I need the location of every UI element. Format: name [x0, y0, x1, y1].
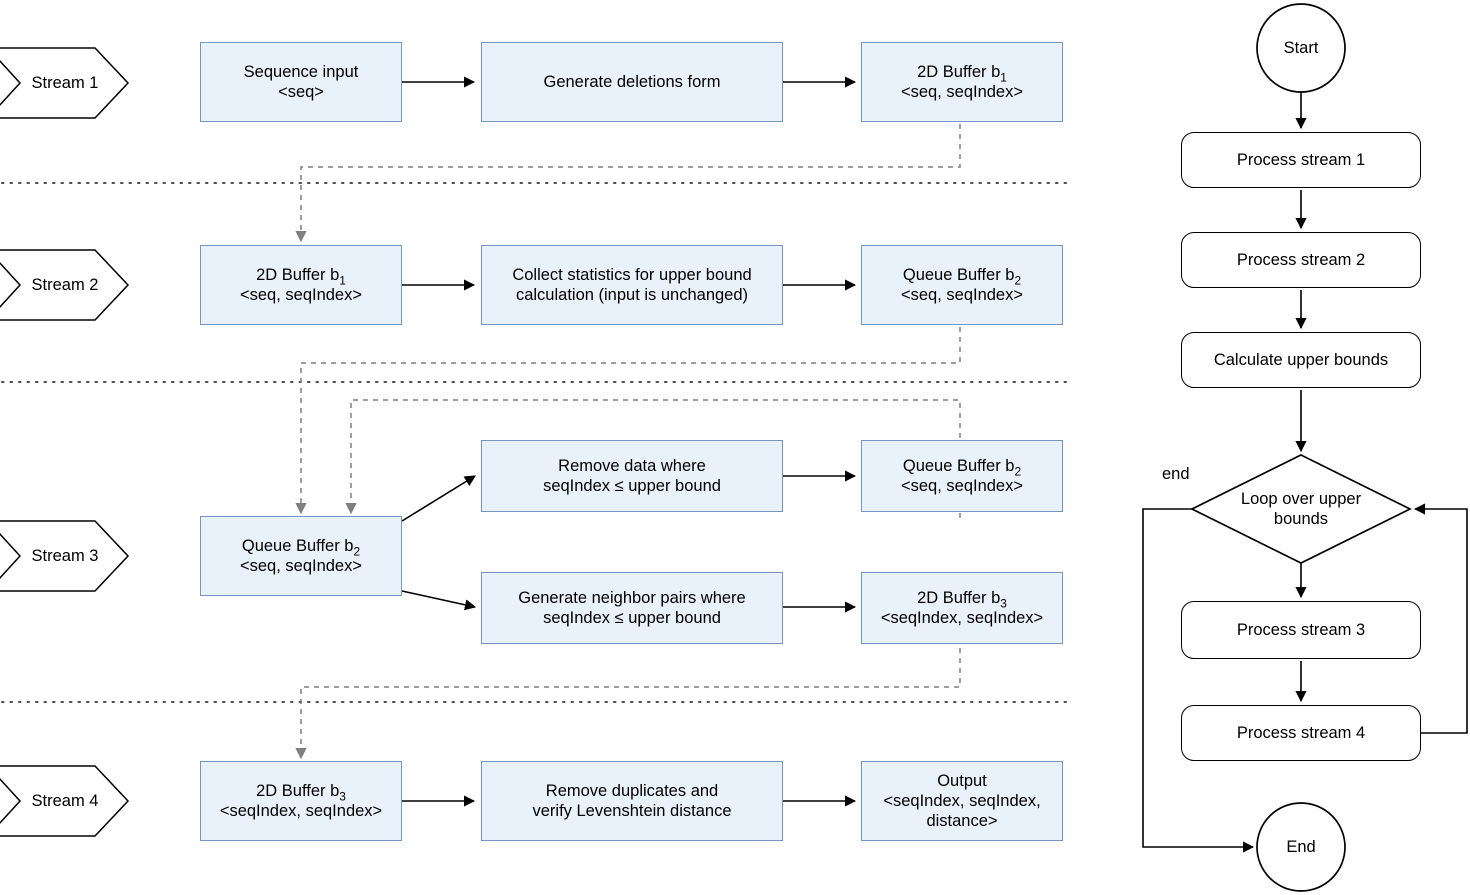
flow-start-label: Start [1257, 28, 1345, 68]
stream-2-pennant [0, 249, 130, 321]
stream3-buffer-bottom-line2: <seqIndex, seqIndex> [880, 609, 1044, 627]
decision-line2: bounds [1273, 510, 1329, 528]
remove-data-line2: seqIndex ≤ upper bound [543, 477, 721, 495]
flow-decision-label: Loop over upper bounds [1214, 484, 1388, 536]
stream2-buffer-out-line1: Queue Buffer b2 [902, 265, 1022, 288]
stream-label-1: Stream 1 [10, 63, 120, 103]
stream3-buffer-in-line2: <seq, seqIndex> [239, 557, 362, 575]
stream-4-text: Stream 4 [31, 791, 99, 810]
flow-calculate-upper-bounds[interactable]: Calculate upper bounds [1181, 332, 1421, 388]
arrow-queue2-to-removedata [401, 475, 476, 522]
arrow-queue2-to-genpairs [401, 590, 477, 611]
process-stream-4-text: Process stream 4 [1236, 723, 1366, 742]
process-stream-2-text: Process stream 2 [1236, 250, 1366, 269]
node-stream1-buffer-b1[interactable]: 2D Buffer b1 <seq, seqIndex> [861, 42, 1063, 122]
start-text: Start [1283, 38, 1319, 57]
generate-deletions-line1: Generate deletions form [543, 72, 721, 91]
sequence-input-line2: <seq> [278, 83, 324, 101]
stream2-buffer-out-line2: <seq, seqIndex> [900, 286, 1023, 304]
collect-statistics-line2: calculation (input is unchanged) [515, 286, 749, 304]
node-stream4-buffer-b3-in[interactable]: 2D Buffer b3 <seqIndex, seqIndex> [200, 761, 402, 841]
stream-label-4: Stream 4 [10, 781, 120, 821]
collect-statistics-line1: Collect statistics for upper bound [512, 265, 752, 284]
stream2-buffer-in-line1: 2D Buffer b1 [256, 265, 346, 288]
decision-diamond [1190, 454, 1412, 564]
flow-process-stream-2[interactable]: Process stream 2 [1181, 232, 1421, 288]
stream-3-pennant [0, 520, 130, 592]
dashed-buffer1-to-stream2 [295, 124, 961, 243]
remove-data-line1: Remove data where [558, 456, 706, 475]
node-remove-duplicates[interactable]: Remove duplicates and verify Levenshtein… [481, 761, 783, 841]
remove-duplicates-line1: Remove duplicates and [545, 781, 719, 800]
generate-pairs-line2: seqIndex ≤ upper bound [543, 609, 721, 627]
remove-duplicates-line2: verify Levenshtein distance [532, 802, 732, 820]
decision-line1: Loop over upper [1240, 490, 1362, 509]
arrow-loop-back-to-decision [1413, 503, 1468, 734]
node-sequence-input[interactable]: Sequence input <seq> [200, 42, 402, 122]
node-stream2-queue-b2-out[interactable]: Queue Buffer b2 <seq, seqIndex> [861, 245, 1063, 325]
decision-end-branch-label: end [1162, 465, 1190, 484]
stream1-buffer-line1: 2D Buffer b1 [917, 62, 1007, 85]
output-line3: distance> [926, 812, 998, 831]
node-generate-neighbor-pairs[interactable]: Generate neighbor pairs where seqIndex ≤… [481, 572, 783, 644]
process-stream-1-text: Process stream 1 [1236, 150, 1366, 169]
end-branch-text: end [1162, 465, 1190, 483]
node-stream3-queue-b2-out[interactable]: Queue Buffer b2 <seq, seqIndex> [861, 440, 1063, 512]
stream3-buffer-in-line1: Queue Buffer b2 [241, 536, 361, 559]
node-stream2-buffer-b1-in[interactable]: 2D Buffer b1 <seq, seqIndex> [200, 245, 402, 325]
stream-4-pennant [0, 765, 130, 837]
stream-2-text: Stream 2 [31, 275, 99, 294]
node-generate-deletions[interactable]: Generate deletions form [481, 42, 783, 122]
stream-pennant-shapes [0, 47, 130, 837]
flow-process-stream-3[interactable]: Process stream 3 [1181, 601, 1421, 659]
generate-pairs-line1: Generate neighbor pairs where [518, 588, 746, 607]
stream-3-text: Stream 3 [31, 546, 99, 565]
output-line1: Output [937, 771, 987, 790]
sequence-input-line1: Sequence input [243, 62, 359, 81]
dashed-buffer3-to-stream4 [295, 648, 961, 760]
flow-process-stream-4[interactable]: Process stream 4 [1181, 705, 1421, 761]
node-stream3-queue-b2-in[interactable]: Queue Buffer b2 <seq, seqIndex> [200, 516, 402, 596]
stream3-buffer-top-line2: <seq, seqIndex> [900, 477, 1023, 495]
stream1-buffer-line2: <seq, seqIndex> [900, 83, 1023, 101]
node-collect-statistics[interactable]: Collect statistics for upper bound calcu… [481, 245, 783, 325]
node-stream3-buffer-b3-out[interactable]: 2D Buffer b3 <seqIndex, seqIndex> [861, 572, 1063, 644]
flow-process-stream-1[interactable]: Process stream 1 [1181, 132, 1421, 188]
arrow-decision-end-to-end-node [1142, 508, 1255, 853]
output-line2: <seqIndex, seqIndex, [883, 791, 1041, 810]
node-output[interactable]: Output <seqIndex, seqIndex, distance> [861, 761, 1063, 841]
node-remove-data[interactable]: Remove data where seqIndex ≤ upper bound [481, 440, 783, 512]
stream3-buffer-bottom-line1: 2D Buffer b3 [917, 588, 1007, 611]
stream4-buffer-in-line2: <seqIndex, seqIndex> [219, 802, 383, 820]
stream-1-pennant [0, 47, 130, 119]
process-stream-3-text: Process stream 3 [1236, 620, 1366, 639]
stream3-buffer-top-line1: Queue Buffer b2 [902, 456, 1022, 479]
stream4-buffer-in-line1: 2D Buffer b3 [256, 781, 346, 804]
stream-label-3: Stream 3 [10, 536, 120, 576]
stream2-buffer-in-line2: <seq, seqIndex> [239, 286, 362, 304]
stream-label-2: Stream 2 [10, 265, 120, 305]
calculate-upper-bounds-text: Calculate upper bounds [1213, 350, 1389, 369]
stream-1-text: Stream 1 [31, 73, 99, 92]
flow-end-label: End [1257, 827, 1345, 867]
end-text: End [1286, 837, 1316, 856]
